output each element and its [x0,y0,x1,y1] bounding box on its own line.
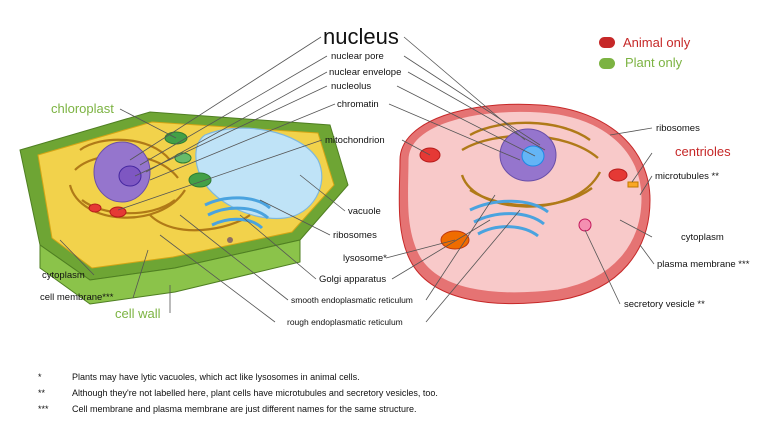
plant-ribosome-dots [227,237,233,243]
plant-cell-wall-front [39,239,301,305]
label-secretory-vesicle: secretory vesicle ** [624,299,705,310]
animal-centrioles [627,181,639,188]
leader-lines [59,36,655,323]
plant-golgi [204,196,271,230]
animal-mitochondrion-2 [608,168,628,182]
label-lysosome: lysosome* [343,253,387,264]
label-chromatin: chromatin [337,99,379,110]
label-cell-wall: cell wall [115,306,161,321]
plant-mitochondrion [109,206,127,218]
legend-swatch-plant [599,58,615,69]
label-golgi-apparatus: Golgi apparatus [319,274,387,285]
label-animal-ribosomes: ribosomes [656,123,700,134]
plant-nucleolus [118,165,142,187]
label-ribosomes: ribosomes [333,230,377,241]
label-rough-er: rough endoplasmatic reticulum [287,317,403,327]
label-animal-cytoplasm: cytoplasm [681,232,724,243]
footnote-2-marker: ** [38,388,46,398]
footnote-3: *** Cell membrane and plasma membrane are… [38,404,417,414]
legend-label-animal: Animal only [623,35,691,50]
label-chloroplast: chloroplast [51,101,114,116]
footnote-1-text: Plants may have lytic vacuoles, which ac… [72,372,360,382]
label-nuclear-pore: nuclear pore [331,51,384,62]
plant-mitochondrion-2 [88,203,102,213]
legend-label-plant: Plant only [625,55,683,70]
label-mitochondrion: mitochondrion [325,135,385,146]
label-vacuole: vacuole [348,206,381,217]
animal-golgi [469,199,549,238]
label-nuclear-envelope: nuclear envelope [329,67,402,78]
footnote-1: * Plants may have lytic vacuoles, which a… [38,372,360,382]
title-nucleus: nucleus [323,24,399,49]
footnote-2-text: Although they're not labelled here, plan… [72,388,438,398]
label-nucleolus: nucleolus [331,81,372,92]
footnote-1-marker: * [38,372,42,382]
animal-nucleolus [521,145,545,167]
animal-cell [398,103,651,305]
label-smooth-er: smooth endoplasmatic reticulum [291,295,413,305]
animal-vesicle [578,218,592,232]
label-plant-cytoplasm: cytoplasm [42,270,85,281]
footnote-2: ** Although they're not labelled here, pl… [38,388,438,398]
label-plasma-membrane: plasma membrane *** [657,259,750,270]
label-cell-membrane: cell membrane*** [40,292,114,303]
footnote-3-marker: *** [38,404,49,414]
footnote-3-text: Cell membrane and plasma membrane are ju… [72,404,417,414]
legend-swatch-animal [599,37,615,48]
label-microtubules: microtubules ** [655,171,719,182]
label-centrioles: centrioles [675,144,731,159]
